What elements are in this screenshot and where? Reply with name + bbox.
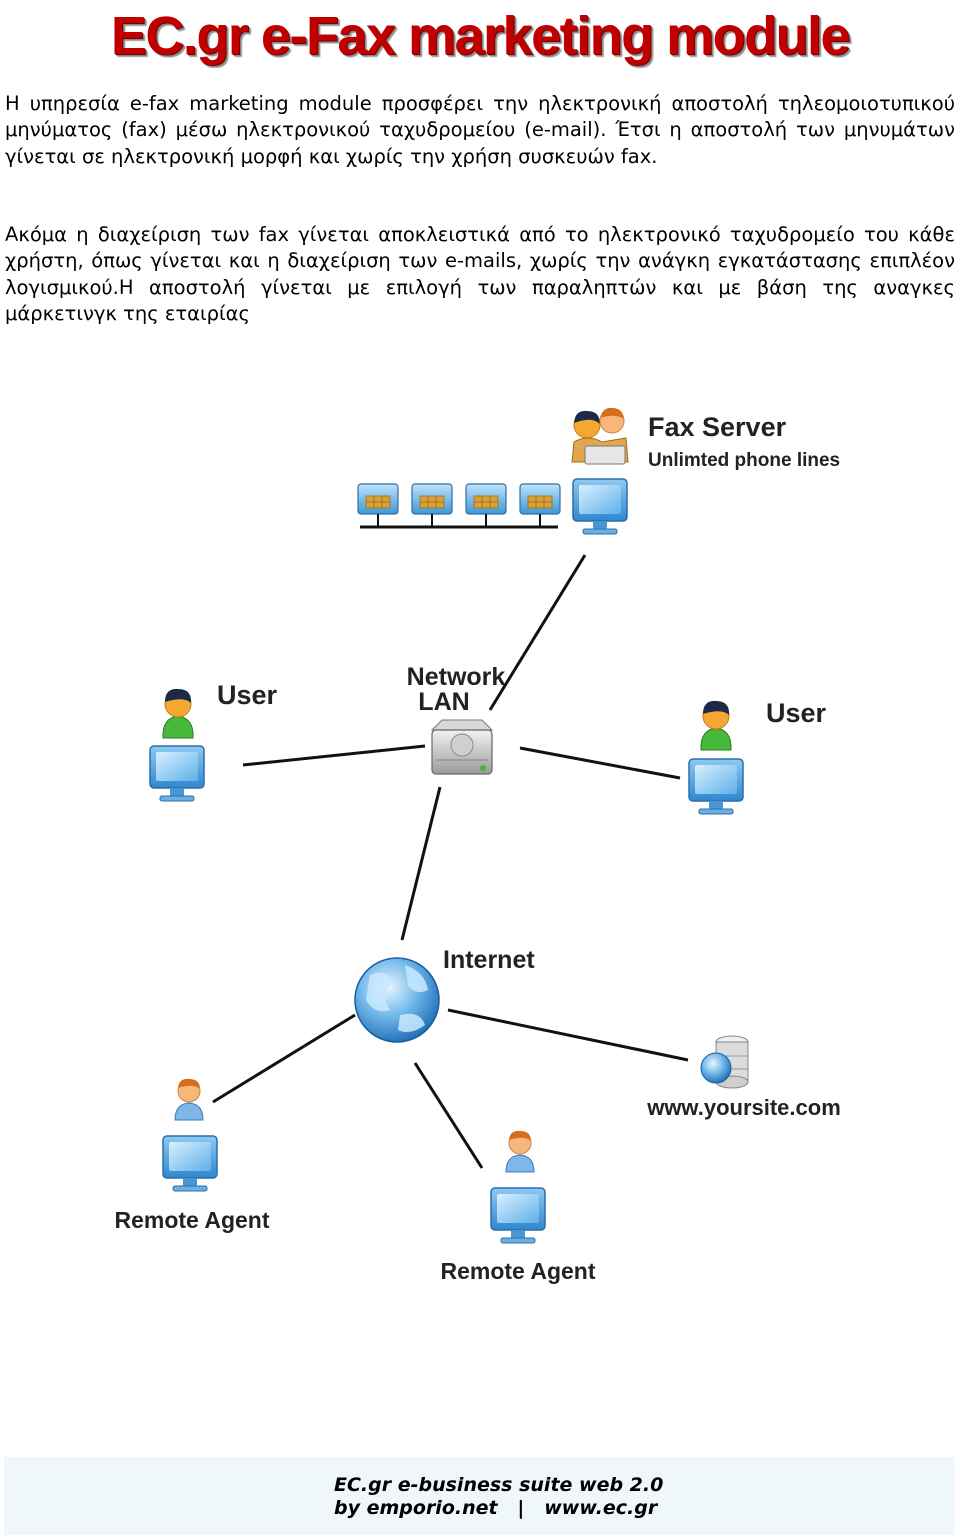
globe-icon <box>354 957 440 1043</box>
modem-icon-2 <box>411 483 453 527</box>
footer-line-1: EC.gr e-business suite web 2.0 <box>334 1474 664 1496</box>
fax-server-label: Fax Server <box>648 412 787 442</box>
user-left-label: User <box>217 680 278 710</box>
page-footer: EC.gr e-business suite web 2.0 by empori… <box>4 1457 955 1535</box>
lan-label: LAN <box>418 688 469 716</box>
fax-server-sublabel: Unlimted phone lines <box>648 450 840 471</box>
intro-paragraph: Η υπηρεσία e-fax marketing module προσφέ… <box>5 92 955 168</box>
management-paragraph: Ακόμα η διαχείριση των fax γίνεται αποκλ… <box>5 223 955 325</box>
network-label: Network <box>407 663 506 691</box>
user-left-icon <box>149 688 205 802</box>
footer-line-2: by emporio.net | www.ec.gr <box>334 1497 658 1519</box>
network-diagram: Fax Server Unlimted phone lines Network … <box>114 407 841 1284</box>
user-right-icon <box>688 700 744 815</box>
remote-agent-left-label: Remote Agent <box>114 1207 269 1233</box>
fax-server-icon <box>571 407 629 535</box>
connection-lines <box>212 525 689 1169</box>
remote-agent-right-icon <box>490 1130 546 1244</box>
internet-label: Internet <box>443 946 535 974</box>
page-banner: EC.gr e-Fax marketing module <box>110 6 851 66</box>
remote-agent-left-icon <box>162 1078 218 1192</box>
user-right-label: User <box>766 698 827 728</box>
web-server-icon <box>700 1035 749 1089</box>
website-label: www.yoursite.com <box>646 1095 841 1120</box>
modem-icon-4 <box>519 483 561 527</box>
modem-icon-3 <box>465 483 507 527</box>
network-drive-icon <box>430 719 494 775</box>
remote-agent-right-label: Remote Agent <box>440 1258 595 1284</box>
modem-icon-1 <box>357 483 399 527</box>
